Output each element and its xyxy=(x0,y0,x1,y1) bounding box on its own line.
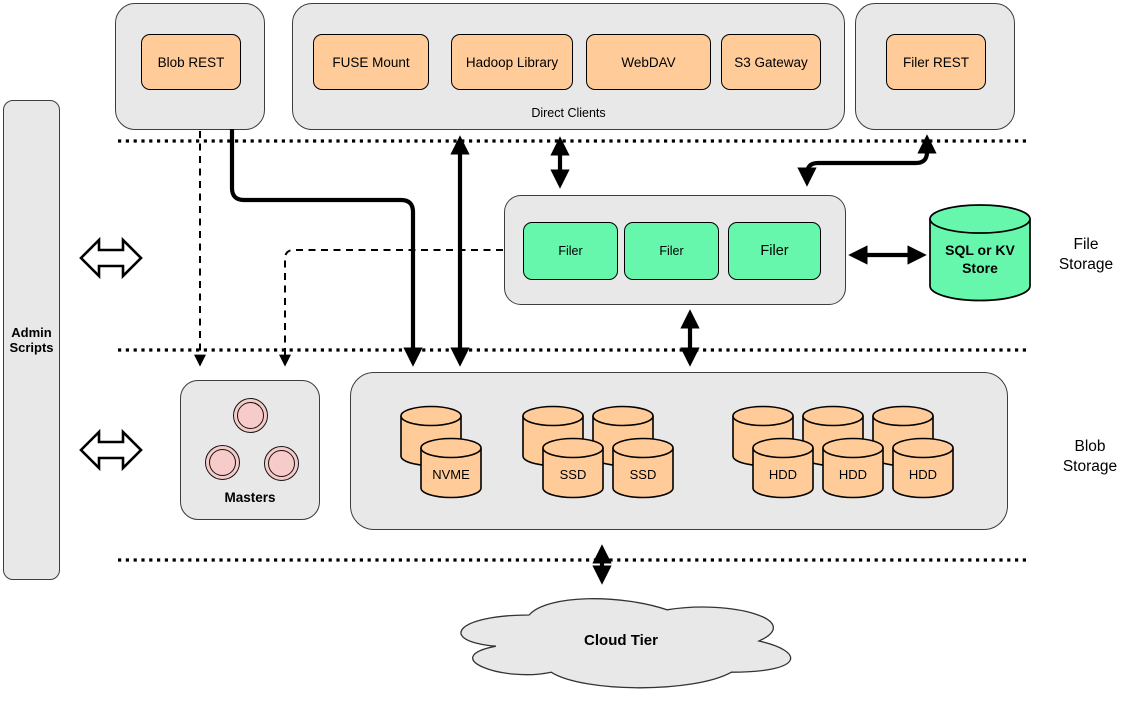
blob-storage-label: Blob Storage xyxy=(1062,438,1118,475)
masters-group: Masters xyxy=(180,380,320,520)
node-filer-rest: Filer REST xyxy=(886,34,986,90)
admin-scripts-box: Admin Scripts xyxy=(3,100,60,580)
master-node-circle-2 xyxy=(205,445,240,480)
blob-storage-group: NVME SSD SSD HDD xyxy=(350,372,1008,530)
volume-cylinder-hdd-2: HDD xyxy=(821,437,885,499)
master-node-circle-1 xyxy=(233,398,268,433)
admin-scripts-label-line2: Scripts xyxy=(9,340,54,355)
masters-label: Masters xyxy=(224,490,276,505)
cloud-tier-label: Cloud Tier xyxy=(584,632,658,649)
node-filer-1: Filer xyxy=(523,222,618,280)
volume-cylinder-hdd-1: HDD xyxy=(751,437,815,499)
file-storage-label: File Storage xyxy=(1058,236,1114,273)
admin-scripts-label-line1: Admin xyxy=(11,325,52,340)
volume-cylinder-hdd-3: HDD xyxy=(891,437,955,499)
volume-cylinder-nvme: NVME xyxy=(419,437,483,499)
node-hadoop-library: Hadoop Library xyxy=(451,34,573,90)
cylinder-shape xyxy=(929,204,1031,302)
filer-group-to-masters-dashed-arrow xyxy=(279,249,503,367)
direct-clients-caption: Direct Clients xyxy=(531,106,606,120)
filer-rest-group: Filer REST xyxy=(855,3,1015,130)
admin-sync-arrow-top xyxy=(79,236,143,280)
node-filer-2: Filer xyxy=(624,222,719,280)
filer-rest-to-filer-group-arrow xyxy=(797,134,937,187)
node-fuse-mount: FUSE Mount xyxy=(313,34,429,90)
node-blob-rest: Blob REST xyxy=(141,34,241,90)
node-filer-3: Filer xyxy=(728,222,821,280)
cloud-outline xyxy=(460,598,792,689)
master-node-circle-3 xyxy=(264,446,299,481)
admin-sync-arrow-bottom xyxy=(79,428,143,472)
node-webdav: WebDAV xyxy=(586,34,711,90)
cloud-tier-shape: Cloud Tier xyxy=(437,589,805,693)
volume-cylinder-ssd-2: SSD xyxy=(611,437,675,499)
volume-cylinder-ssd-1: SSD xyxy=(541,437,605,499)
blob-rest-to-blob-storage-arrow xyxy=(229,129,423,367)
node-s3-gateway: S3 Gateway xyxy=(721,34,821,90)
direct-clients-group: FUSE Mount Hadoop Library WebDAV S3 Gate… xyxy=(292,3,845,130)
sql-store-label-line2: Store xyxy=(962,260,998,276)
sql-store-label-line1: SQL or KV xyxy=(945,242,1015,258)
filer-group: Filer Filer Filer xyxy=(504,195,846,305)
blob-rest-group: Blob REST xyxy=(115,3,265,130)
sql-kv-store-cylinder: SQL or KV Store xyxy=(928,203,1032,313)
